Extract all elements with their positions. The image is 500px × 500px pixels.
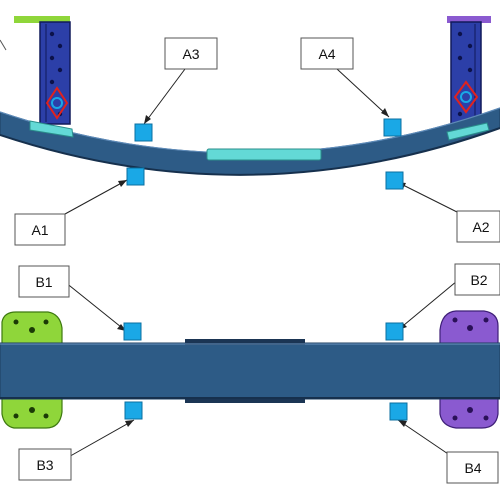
leader-a3 (143, 68, 186, 125)
callout-a1-text: A1 (31, 222, 48, 238)
leader-b1 (64, 281, 127, 332)
right-pad (446, 122, 490, 141)
sensor-b4 (389, 402, 408, 421)
callout-b2-text: B2 (470, 272, 487, 288)
callout-b4-box (446, 451, 499, 484)
leader-a1 (64, 179, 128, 215)
center-pad (206, 148, 322, 161)
sensor-a4 (383, 118, 402, 137)
right-post (447, 16, 491, 127)
sensor-a3 (134, 123, 153, 142)
right-post-marker (453, 80, 479, 114)
callouts: A1 A2 A3 A4 B1 B2 B3 B4 (14, 37, 500, 484)
callout-b2-box (454, 263, 500, 296)
sensor-b1 (123, 322, 142, 341)
callout-b3-box (18, 448, 72, 481)
callout-a4: A4 (300, 37, 354, 70)
left-bracket (1, 311, 63, 429)
sensor-b3 (124, 401, 143, 420)
callout-a2-text: A2 (472, 219, 489, 235)
straight-beam-bottom-plate (185, 397, 305, 403)
right-post-holes (457, 31, 473, 117)
callout-b3: B3 (18, 448, 72, 481)
callout-a1-box (14, 213, 66, 246)
leader-b3 (64, 419, 135, 460)
left-edge-fragment (0, 39, 7, 51)
right-bracket (439, 310, 499, 429)
leader-b2 (397, 280, 458, 331)
leader-a2 (396, 181, 458, 213)
right-bracket-lower (439, 397, 499, 429)
sensors (123, 118, 408, 421)
callout-a3-box (164, 37, 218, 70)
left-post-body (39, 21, 71, 125)
left-post-marker (45, 86, 69, 120)
straight-beam-top-plate (185, 339, 305, 345)
callout-b1: B1 (18, 265, 70, 298)
callout-b1-text: B1 (35, 274, 52, 290)
callout-a4-text: A4 (318, 46, 335, 62)
arrow-a1 (118, 180, 127, 187)
callout-a4-box (300, 37, 354, 70)
curved-beam (0, 107, 500, 176)
arrow-b3 (125, 420, 134, 427)
leader-a4 (336, 68, 390, 118)
left-pad (29, 120, 74, 138)
top-assembly (0, 16, 500, 176)
curved-beam-bottom-edge (0, 127, 500, 176)
left-post (14, 16, 71, 125)
callout-b4-text: B4 (464, 460, 481, 476)
callout-b2: B2 (454, 263, 500, 296)
left-bracket-holes (13, 319, 49, 419)
leader-lines (64, 68, 458, 461)
right-post-cap (447, 16, 491, 23)
arrow-b4 (398, 420, 407, 427)
arrow-a4 (381, 108, 389, 117)
arrow-a3 (144, 115, 151, 124)
callout-a3: A3 (164, 37, 218, 70)
sensor-b2 (385, 322, 404, 341)
bottom-assembly (0, 310, 500, 429)
straight-beam (0, 342, 500, 400)
left-post-cap (14, 16, 70, 23)
callout-a1: A1 (14, 213, 66, 246)
callout-a2: A2 (456, 210, 500, 243)
sensor-a2 (385, 171, 404, 190)
sensor-a1 (126, 167, 145, 186)
callout-b1-box (18, 265, 70, 298)
right-bracket-holes (452, 317, 489, 421)
callout-b4: B4 (446, 451, 499, 484)
callout-a3-text: A3 (182, 46, 199, 62)
callout-a2-box (456, 210, 500, 243)
callout-b3-text: B3 (36, 457, 53, 473)
